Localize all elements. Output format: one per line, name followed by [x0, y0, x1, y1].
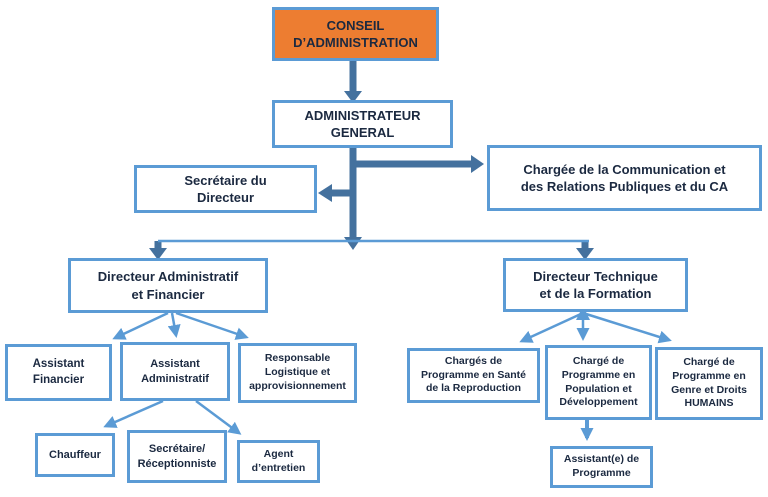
node-assistant-financier-label: Assistant Financier [32, 358, 85, 386]
connector-diraf-resplog [175, 311, 249, 340]
node-assistant-programme-label: Assistant(e) de Programme [563, 453, 640, 479]
arrowhead-spine-dirtech [576, 248, 594, 260]
node-assistant-programme: Assistant(e) de Programme [550, 446, 653, 488]
node-charge-programme-sante-label: Chargés de Programme en Santé de la Repr… [420, 354, 527, 395]
arrowhead-admin-spine [344, 237, 362, 250]
node-assistant-administratif: Assistant Administratif [120, 342, 230, 401]
node-charge-programme-genre-label: Chargé de Programme en Genre et Droits H… [671, 355, 747, 410]
node-responsable-logistique-label: Responsable Logistique et approvisionnem… [249, 352, 346, 392]
node-secretaire-directeur-label: Secrétaire du Directeur [184, 172, 267, 205]
arrowhead-admin-secretaire [318, 184, 332, 202]
trunk-connectors [149, 61, 594, 260]
arrowhead-admin-chargee [471, 155, 484, 173]
node-charge-programme-population-label: Chargé de Programme en Population et Dév… [559, 354, 638, 409]
node-responsable-logistique: Responsable Logistique et approvisionnem… [238, 343, 357, 403]
node-secretaire-receptionniste-label: Secrétaire/ Réceptionniste [137, 442, 217, 470]
node-agent-entretien: Agent d’entretien [237, 440, 320, 483]
node-charge-programme-population: Chargé de Programme en Population et Dév… [545, 345, 652, 420]
node-chargee-communication-label: Chargée de la Communication et des Relat… [520, 161, 729, 194]
node-conseil-administration: CONSEIL D’ADMINISTRATION [272, 7, 439, 61]
connector-dirtech-genre [582, 311, 672, 344]
node-directeur-admin-financier: Directeur Administratif et Financier [68, 258, 268, 313]
connector-diraf-asadm [167, 312, 181, 338]
node-chauffeur: Chauffeur [35, 433, 115, 477]
node-charge-programme-sante: Chargés de Programme en Santé de la Repr… [407, 348, 540, 403]
connector-asadm-chauffeur [103, 399, 164, 428]
node-directeur-admin-financier-label: Directeur Administratif et Financier [97, 269, 239, 302]
node-secretaire-receptionniste: Secrétaire/ Réceptionniste [127, 430, 227, 483]
node-conseil-administration-label: CONSEIL D’ADMINISTRATION [293, 17, 418, 50]
node-administrateur-general: ADMINISTRATEUR GENERAL [272, 100, 453, 148]
connector-asadm-agent [195, 399, 242, 435]
node-charge-programme-genre: Chargé de Programme en Genre et Droits H… [655, 347, 763, 420]
node-directeur-technique: Directeur Technique et de la Formation [503, 258, 688, 312]
node-assistant-financier: Assistant Financier [5, 344, 112, 401]
connector-diraf-asfin [112, 311, 169, 340]
arrowhead-conseil-admin [344, 91, 362, 103]
node-agent-entretien-label: Agent d’entretien [251, 447, 306, 474]
arrowhead-spine-diraf [149, 248, 167, 260]
node-chauffeur-label: Chauffeur [49, 448, 101, 461]
node-directeur-technique-label: Directeur Technique et de la Formation [533, 268, 658, 301]
node-secretaire-directeur: Secrétaire du Directeur [134, 165, 317, 213]
arrowhead-up-dirtech [576, 306, 590, 320]
branch-connectors [103, 239, 672, 441]
node-chargee-communication: Chargée de la Communication et des Relat… [487, 145, 762, 211]
node-assistant-administratif-label: Assistant Administratif [141, 357, 209, 385]
connector-dirtech-sante [519, 311, 584, 343]
node-administrateur-general-label: ADMINISTRATEUR GENERAL [304, 107, 421, 140]
